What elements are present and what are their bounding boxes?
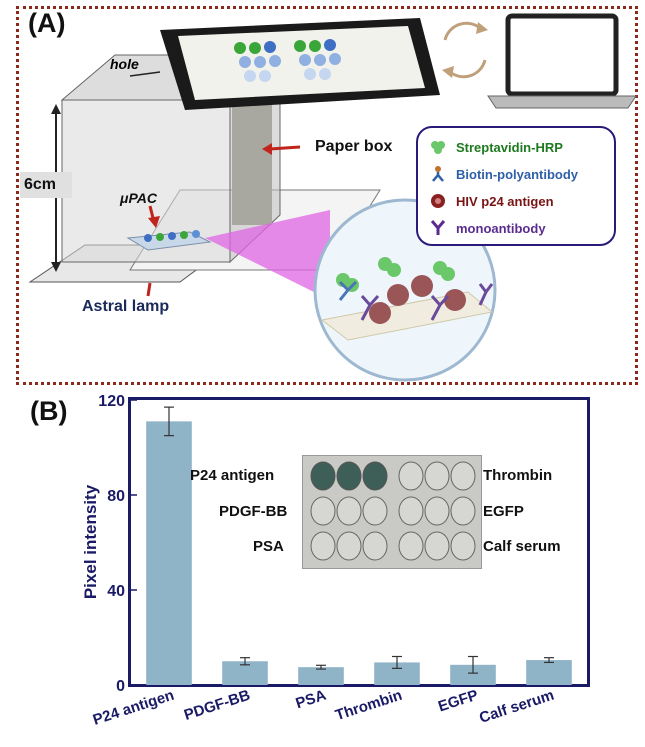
- hole-label: hole: [110, 56, 139, 72]
- panel-a-illustration: [20, 13, 637, 382]
- magnified-molecules: [336, 257, 494, 324]
- x-tick-label: PDGF-BB: [182, 687, 252, 724]
- x-tick-label: PSA: [294, 687, 329, 713]
- chart-frame: [128, 397, 590, 687]
- inset-label-right: Thrombin: [483, 467, 553, 484]
- bar: [298, 667, 344, 685]
- bar: [146, 421, 192, 685]
- legend-item-streptavidin: Streptavidin-HRP: [430, 136, 563, 158]
- panel-b-letter: (B): [30, 396, 68, 426]
- upac-device: [126, 230, 212, 251]
- panel-a-frame: [16, 6, 638, 385]
- x-tick-label: EGFP: [436, 687, 480, 716]
- x-tick-label: Calf serum: [477, 687, 556, 727]
- y-axis: 0 40 80 120: [98, 393, 137, 695]
- legend-item-monoantibody: monoantibody: [430, 217, 546, 239]
- sync-arrows-icon: [442, 21, 488, 79]
- height-label: 6cm: [24, 176, 57, 193]
- bars-layer: [146, 406, 572, 685]
- molecule-legend: Streptavidin-HRP Biotin-polyantibody HIV…: [416, 126, 616, 246]
- inset-label-left: P24 antigen: [190, 467, 275, 484]
- antigen-sphere-icon: [430, 193, 446, 209]
- bar: [450, 664, 496, 685]
- y-tick-label: 120: [98, 393, 125, 410]
- legend-label: Biotin-polyantibody: [456, 166, 579, 182]
- paper-box-label: Paper box: [315, 138, 393, 155]
- wells-right: [398, 461, 476, 561]
- legend-label: HIV p24 antigen: [456, 193, 554, 209]
- legend-label: monoantibody: [456, 220, 546, 236]
- legend-item-biotin: Biotin-polyantibody: [430, 163, 578, 185]
- upac-label: μPAC: [120, 190, 157, 206]
- hrp-cluster-icon: [430, 139, 446, 155]
- polyantibody-icon: [430, 166, 446, 182]
- lamp-arrow: [146, 282, 152, 297]
- laptop-icon: [487, 13, 637, 109]
- inset-photo: [302, 455, 482, 569]
- wells-left: [310, 461, 388, 561]
- legend-label: Streptavidin-HRP: [456, 139, 563, 155]
- monoantibody-icon: [430, 220, 446, 236]
- panel-a-letter: (A): [28, 8, 66, 38]
- inset-label-right: EGFP: [483, 503, 524, 520]
- bar: [222, 661, 268, 685]
- inset-label-right: Calf serum: [483, 538, 561, 555]
- y-tick-label: 0: [116, 678, 125, 695]
- phone-screen-wells: [234, 39, 341, 82]
- paper-box-arrow: [269, 145, 301, 151]
- astral-lamp-label: Astral lamp: [82, 298, 170, 315]
- bar: [374, 662, 420, 685]
- y-tick-label: 80: [107, 488, 125, 505]
- y-tick-label: 40: [107, 583, 125, 600]
- hole-arrow: [129, 71, 161, 77]
- x-tick-label: Thrombin: [333, 687, 404, 725]
- x-tick-label: P24 antigen: [91, 687, 176, 729]
- phone-icon: [160, 18, 440, 110]
- legend-item-antigen: HIV p24 antigen: [430, 190, 554, 212]
- bar: [526, 660, 572, 685]
- magnification-cone: [205, 210, 330, 300]
- inset-label-left: PDGF-BB: [219, 503, 288, 520]
- phone-post: [232, 105, 272, 225]
- height-label-bg: [20, 172, 72, 198]
- well-grid: [310, 461, 476, 561]
- y-axis-label: Pixel intensity: [81, 484, 100, 599]
- inset-label-left: PSA: [253, 538, 284, 555]
